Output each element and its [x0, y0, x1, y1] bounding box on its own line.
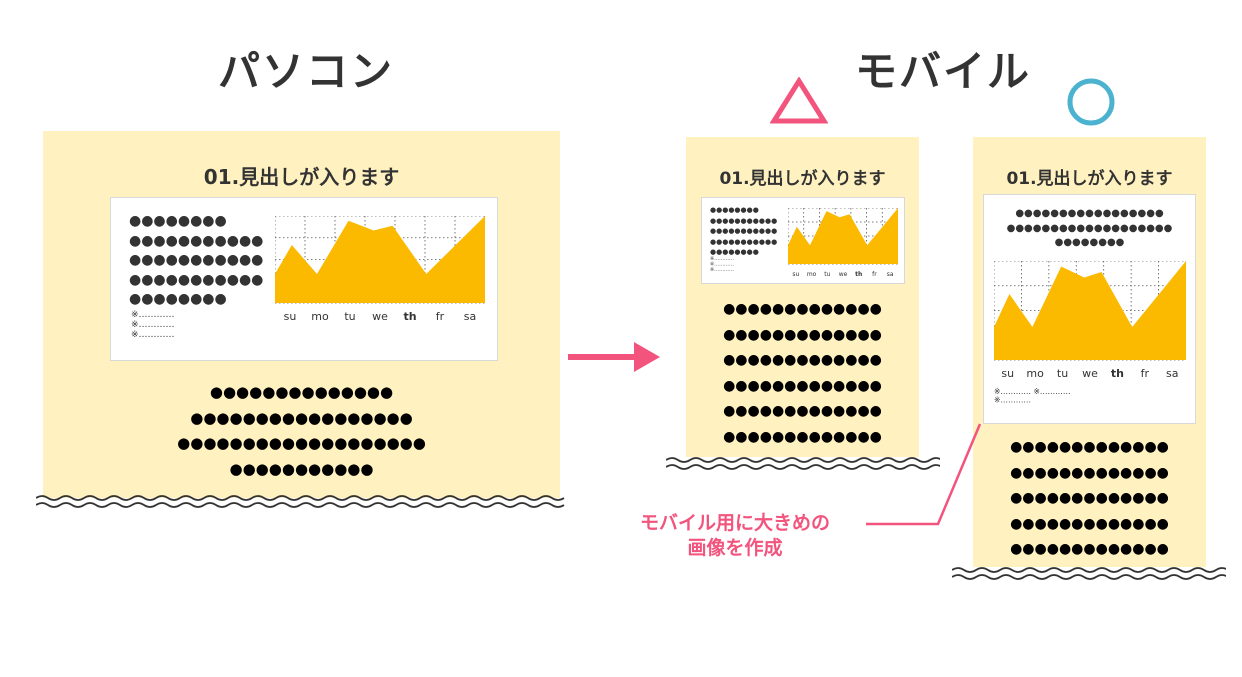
x-tick-label: mo	[807, 271, 817, 278]
x-tick-label: sa	[887, 271, 894, 278]
x-tick-label: mo	[311, 310, 329, 322]
mobile-ok-image-card: ●●●●●●●●●●●●●●●●●●●●●●●●●●●●●●●●●●●●●●●●…	[983, 194, 1196, 424]
pc-cut-wave	[36, 495, 565, 508]
note-line: ※…………	[131, 330, 175, 340]
mobile-panel-ng: 01.見出しが入ります ●●●●●●●●●●●●●●●●●●●●●●●●●●●●…	[686, 137, 919, 457]
x-tick-label: we	[839, 271, 848, 278]
note-line: ※…………	[131, 310, 175, 320]
mobile-ng-card-text: ●●●●●●●●●●●●●●●●●●●●●●●●●●●●●●●●●●●●●●●●…	[710, 206, 778, 256]
note-line: ※…………	[710, 256, 734, 262]
mobile-ng-heading: 01.見出しが入ります	[719, 169, 886, 189]
mobile-title: モバイル	[855, 47, 1032, 96]
series-area	[275, 216, 485, 303]
mobile-ng-body-text: ●●●●●●●●●●●●●●●●●●●●●●●●●●●●●●●●●●●●●●●●…	[723, 301, 882, 445]
x-tick-label: su	[284, 310, 297, 322]
mobile-ng-image-card: ●●●●●●●●●●●●●●●●●●●●●●●●●●●●●●●●●●●●●●●●…	[701, 197, 905, 284]
note-line: ※…………	[710, 267, 734, 273]
x-tick-label: tu	[1057, 367, 1068, 379]
x-tick-label: tu	[344, 310, 355, 322]
right-arrow-icon	[568, 342, 660, 372]
pc-heading: 01.見出しが入ります	[203, 165, 400, 189]
x-tick-label: fr	[436, 310, 445, 322]
mobile-ok-heading: 01.見出しが入ります	[1006, 169, 1173, 189]
pc-image-card: ●●●●●●●●●●●●●●●●●●●●●●●●●●●●●●●●●●●●●●●●…	[110, 197, 498, 361]
x-tick-label: fr	[872, 271, 877, 278]
note-line: ※…………	[710, 261, 734, 268]
pc-card-text: ●●●●●●●●●●●●●●●●●●●●●●●●●●●●●●●●●●●●●●●●…	[129, 213, 264, 307]
mobile-ng-cut-wave	[666, 457, 940, 470]
caption-line-2: 画像を作成	[687, 537, 783, 559]
x-tick-label: th	[855, 271, 862, 278]
mobile-ok-card-text: ●●●●●●●●●●●●●●●●●●●●●●●●●●●●●●●●●●●●●●●●…	[1006, 208, 1173, 248]
x-tick-label: th	[403, 310, 416, 322]
pc-title: パソコン	[218, 47, 395, 96]
x-tick-label: mo	[1026, 367, 1044, 379]
mobile-panel-ok: 01.見出しが入ります ●●●●●●●●●●●●●●●●●●●●●●●●●●●●…	[973, 137, 1206, 567]
mobile-ok-body-text: ●●●●●●●●●●●●●●●●●●●●●●●●●●●●●●●●●●●●●●●●…	[1010, 439, 1169, 557]
x-tick-label: fr	[1141, 367, 1150, 379]
x-tick-label: we	[1082, 367, 1098, 379]
series-area	[788, 208, 898, 264]
caption-line-1: モバイル用に大きめの	[639, 512, 830, 534]
mobile-ok-cut-wave	[952, 567, 1226, 580]
annotation-leader-line	[866, 423, 982, 526]
x-tick-label: su	[792, 271, 799, 278]
mobile-ok-card-notes: ※………… ※………… ※…………	[994, 388, 1070, 405]
x-tick-label: tu	[824, 271, 830, 278]
note-line: ※…………	[994, 396, 1032, 406]
annotation-caption: モバイル用に大きめの 画像を作成	[600, 511, 870, 561]
pc-body-text: ●●●●●●●●●●●●●●●●●●●●●●●●●●●●●●●●●●●●●●●●…	[177, 383, 426, 478]
x-tick-label: sa	[464, 310, 476, 322]
note-line: ※…………	[131, 320, 175, 330]
note-line: ※…………	[994, 388, 1032, 397]
triangle-mark	[770, 77, 828, 124]
circle-mark	[1067, 78, 1115, 126]
series-area	[994, 261, 1186, 360]
pc-panel: 01.見出しが入ります ●●●●●●●●●●●●●●●●●●●●●●●●●●●●…	[43, 131, 560, 498]
x-tick-label: su	[1001, 367, 1014, 379]
note-line: ※…………	[1033, 388, 1071, 397]
pc-area-chart: su mo tu we th fr sa	[275, 216, 485, 322]
x-tick-label: sa	[1166, 367, 1178, 379]
mobile-ng-card-notes: ※………… ※………… ※…………	[710, 256, 734, 273]
x-tick-label: we	[372, 310, 388, 322]
x-tick-label: th	[1111, 367, 1124, 379]
pc-card-notes: ※………… ※………… ※…………	[131, 310, 175, 340]
